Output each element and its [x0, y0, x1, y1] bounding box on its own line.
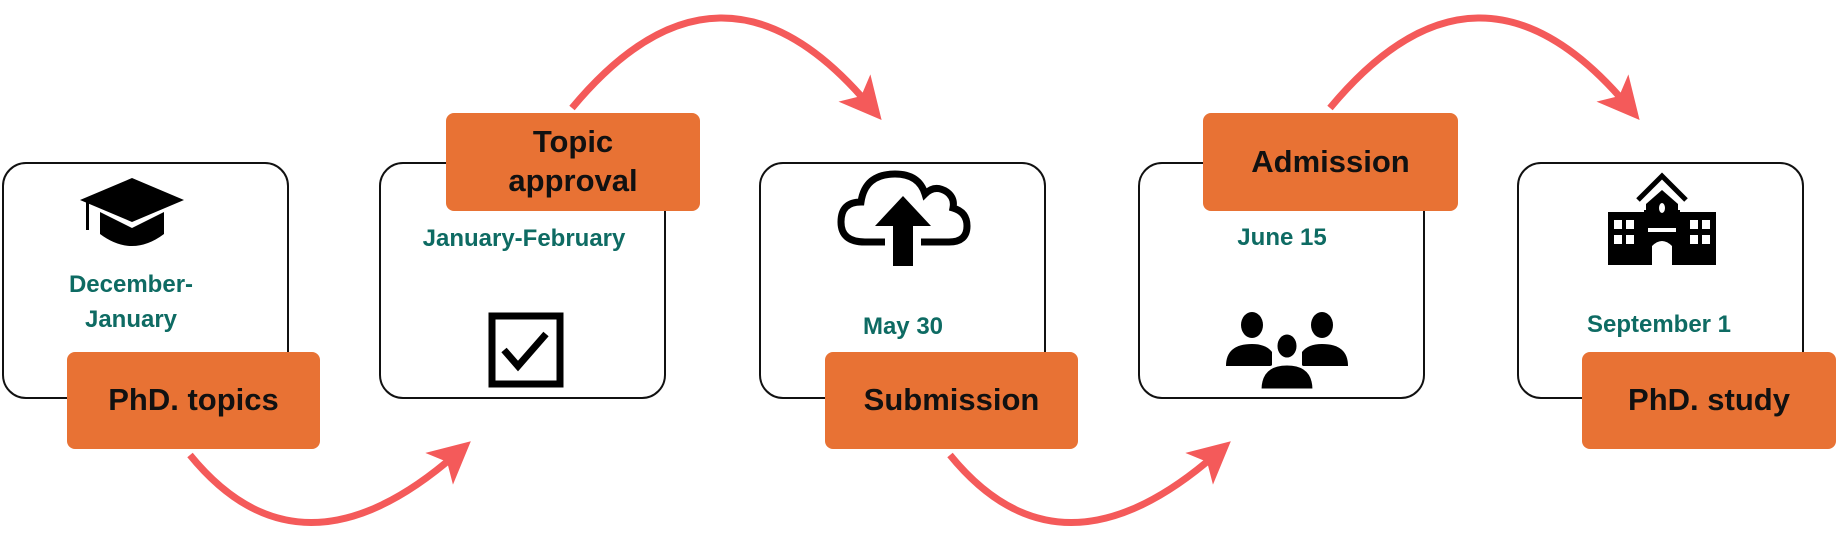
- step-date-december-january: December-January: [68, 271, 194, 333]
- step-date-may-30: May 30: [862, 313, 944, 340]
- cloud-upload-icon: [837, 170, 971, 266]
- graduation-cap-icon: [80, 178, 184, 246]
- checkbox-checked-icon: [488, 312, 564, 388]
- step-label-phd-study: PhD. study: [1582, 352, 1836, 449]
- step-date-june-15: June 15: [1237, 224, 1327, 251]
- arrow-3-to-4: [947, 441, 1231, 526]
- arrow-4-to-5: [1327, 14, 1640, 120]
- step-date-september-1: September 1: [1586, 311, 1732, 338]
- people-group-icon: [1226, 312, 1348, 390]
- step-label-submission: Submission: [825, 352, 1078, 449]
- arrow-1-to-2: [187, 441, 471, 526]
- school-building-icon: [1608, 172, 1716, 265]
- arrow-2-to-3: [569, 14, 882, 120]
- step-date-january-february: January-February: [422, 225, 626, 252]
- step-label-admission: Admission: [1203, 113, 1458, 211]
- step-label-phd-topics: PhD. topics: [67, 352, 320, 449]
